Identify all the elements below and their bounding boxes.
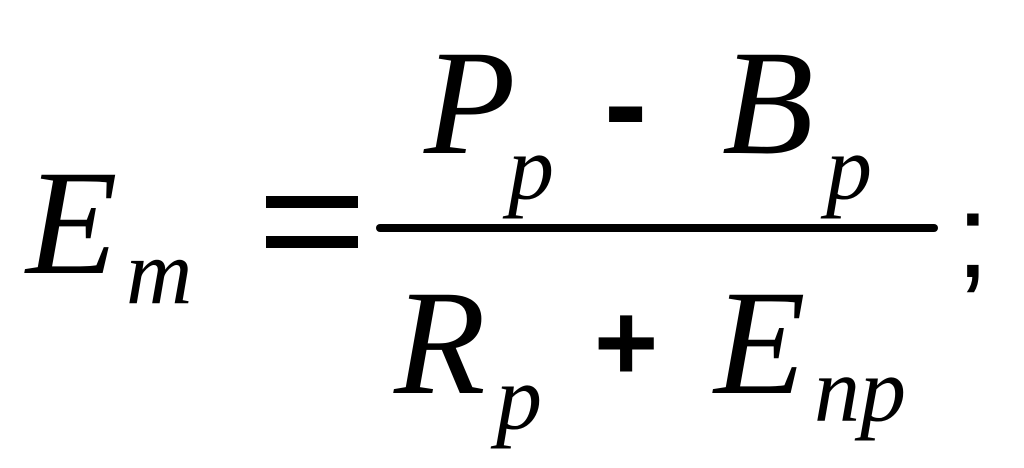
denominator-term2-subscript: np xyxy=(814,339,906,441)
numerator-term1-subscript: p xyxy=(508,117,554,219)
denominator-term2-base: E xyxy=(714,260,806,426)
equals-bottom-bar xyxy=(266,236,358,248)
numerator-term2-subscript: p xyxy=(826,117,872,219)
numerator-operator: - xyxy=(604,30,648,176)
lhs-base: E xyxy=(26,140,118,306)
equals-symbol-text: = xyxy=(266,180,272,191)
lhs-subscript: m xyxy=(126,221,193,323)
denominator-term1-base: R xyxy=(394,260,486,426)
denominator-term1-subscript: p xyxy=(496,347,542,449)
fraction-bar xyxy=(376,224,938,232)
terminator-semicolon: ; xyxy=(956,169,990,303)
numerator-term2-base: B xyxy=(722,20,814,186)
numerator-term1-base: P xyxy=(424,20,516,186)
denominator-operator: + xyxy=(594,281,659,404)
equals-top-bar xyxy=(266,196,358,208)
